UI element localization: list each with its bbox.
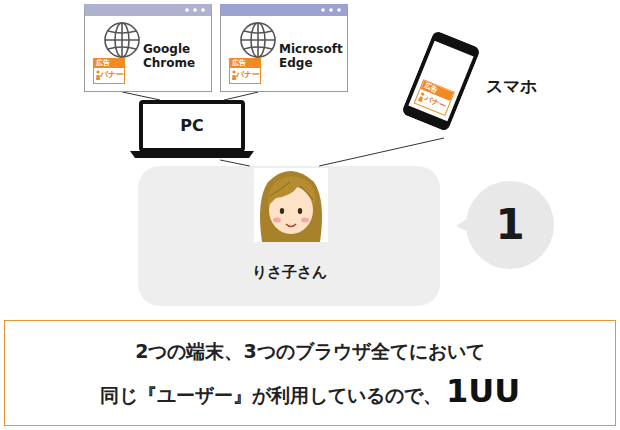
- globe-icon: [244, 47, 272, 49]
- browser-name: Microsoft Edge: [279, 42, 345, 70]
- globe-icon: [105, 23, 139, 57]
- phone-body-group: 広告バナー: [401, 30, 481, 132]
- window-button-dot: [185, 8, 189, 12]
- summary-result: 1UU: [446, 372, 520, 410]
- girl-face: [298, 208, 302, 214]
- connector-line: [319, 138, 444, 166]
- connector-line: [220, 160, 250, 166]
- connector-line: [122, 92, 160, 100]
- ad-figure-head: [96, 70, 99, 73]
- globe-icon: [108, 47, 136, 49]
- globe-icon: [257, 23, 259, 57]
- globe-icon: [244, 31, 272, 33]
- ad-figure-head: [232, 70, 235, 73]
- smartphone: 広告バナースマホ: [396, 30, 546, 138]
- ad-banner: 広告バナー: [229, 58, 261, 84]
- girl-face: [280, 208, 284, 214]
- girl-face: [254, 168, 328, 242]
- girl-face: [286, 224, 296, 227]
- browser-name: Google Chrome: [143, 42, 209, 70]
- window-buttons: [319, 6, 343, 14]
- ad-figure-body: [418, 96, 424, 102]
- browser-window: Microsoft Edge 広告バナー: [220, 4, 348, 92]
- ad-tag: 広告: [230, 59, 260, 68]
- count-bubble: 1: [455, 180, 556, 270]
- window-button-dot: [321, 8, 325, 12]
- ad-figure-body: [96, 75, 100, 80]
- phone-outline: [401, 30, 481, 132]
- girl-face: [254, 168, 328, 242]
- summary-line: 同じ『ユーザー』が利用しているので、: [100, 384, 442, 406]
- girl-face: [270, 182, 313, 200]
- girl-face: [260, 171, 322, 242]
- girl-face: [273, 218, 281, 223]
- person-name: りさ子さん: [138, 262, 440, 282]
- laptop-base: [130, 151, 254, 158]
- globe-icon: [108, 31, 136, 33]
- connector-line: [224, 92, 258, 100]
- callout-number: 1: [470, 200, 550, 250]
- phone-case: [401, 30, 481, 132]
- bubble-circle: [466, 181, 554, 269]
- ad-tag: 広告: [94, 59, 124, 68]
- window-button-dot: [201, 8, 205, 12]
- person-panel-ground: [138, 166, 440, 306]
- summary-box: 2つの端末、3つのブラウザ全てにおいて同じ『ユーザー』が利用しているので、1UU: [4, 320, 616, 426]
- window-buttons: [183, 6, 207, 14]
- summary-row: 同じ『ユーザー』が利用しているので、1UU: [5, 372, 615, 414]
- window-button-dot: [329, 8, 333, 12]
- window-button-dot: [337, 8, 341, 12]
- person-panel: りさ子さん: [138, 166, 440, 306]
- globe-icon: [121, 23, 123, 57]
- globe-icon: [241, 23, 275, 57]
- browser-window: Google Chrome 広告バナー: [84, 4, 212, 92]
- globe-icon: [105, 23, 139, 57]
- device-name: PC: [141, 116, 243, 136]
- ad-text: バナー: [94, 68, 124, 81]
- window-button-dot: [193, 8, 197, 12]
- ad-text: バナー: [230, 68, 260, 81]
- ad-figure-body: [232, 75, 236, 80]
- ad-banner: 広告バナー: [93, 58, 125, 84]
- phone-screen: [408, 41, 473, 122]
- summary-line: 2つの端末、3つのブラウザ全てにおいて: [5, 339, 615, 364]
- girl-face: [301, 218, 309, 223]
- device-name: スマホ: [486, 76, 544, 96]
- laptop-screen: [141, 102, 243, 150]
- globe-icon: [241, 23, 275, 57]
- laptop: PC: [128, 100, 256, 160]
- girl-face: [268, 176, 315, 206]
